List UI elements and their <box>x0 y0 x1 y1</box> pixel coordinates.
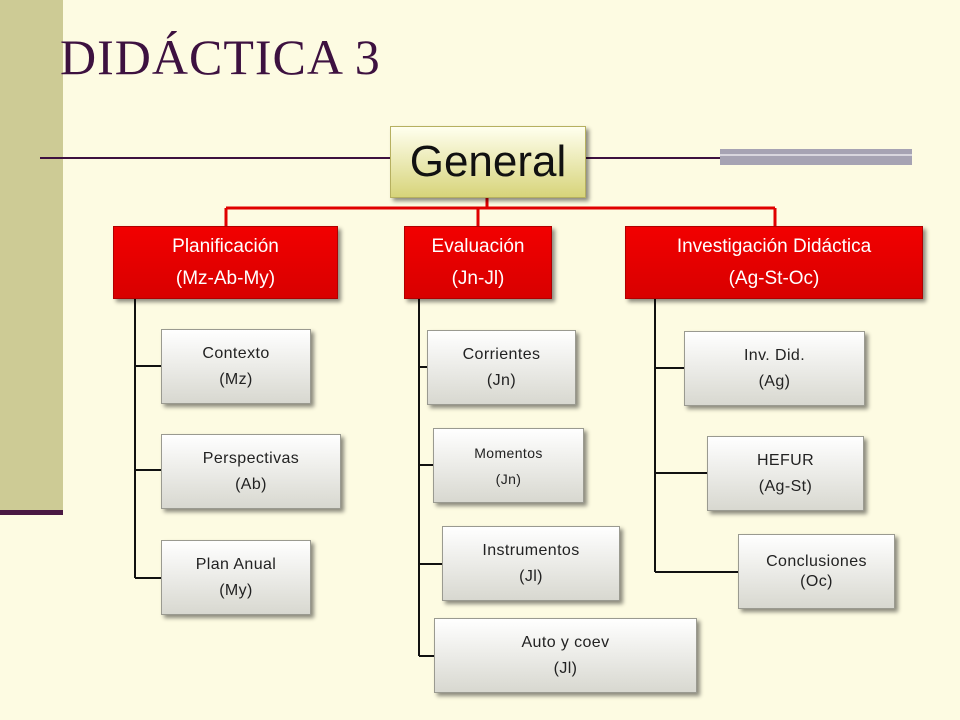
node-label: Conclusiones <box>766 552 867 570</box>
node-label: Momentos <box>474 444 543 461</box>
node-conclusiones: Conclusiones (Oc) <box>738 534 895 609</box>
evaluacion-connectors <box>418 299 442 657</box>
node-plan-anual: Plan Anual (My) <box>161 540 311 615</box>
node-momentos: Momentos (Jn) <box>433 428 584 503</box>
root-connectors <box>224 198 777 226</box>
node-label: Corrientes <box>462 345 541 363</box>
category-evaluacion: Evaluación (Jn-Jl) <box>404 226 552 299</box>
category-planificacion: Planificación (Mz-Ab-My) <box>113 226 338 299</box>
category-period: (Ag-St-Oc) <box>728 267 820 289</box>
node-period: (Jl) <box>553 659 578 677</box>
planificacion-connectors <box>134 299 161 579</box>
category-period: (Jn-Jl) <box>451 267 505 289</box>
node-period: (Jl) <box>519 567 543 585</box>
node-inv-did: Inv. Did. (Ag) <box>684 331 865 406</box>
node-corrientes: Corrientes (Jn) <box>427 330 576 405</box>
decorative-bar <box>720 149 912 165</box>
node-period: (Ag) <box>758 372 791 390</box>
category-period: (Mz-Ab-My) <box>175 267 276 289</box>
node-period: (Ab) <box>235 475 267 493</box>
node-perspectivas: Perspectivas (Ab) <box>161 434 341 509</box>
node-label: Auto y coev <box>521 633 610 651</box>
slide-title: DIDÁCTICA 3 <box>60 29 381 85</box>
sidebar-underline <box>0 510 63 515</box>
category-label: Planificación <box>172 235 279 257</box>
node-period: (Jn) <box>495 470 522 487</box>
category-label: Evaluación <box>431 235 525 257</box>
node-period: (My) <box>219 581 253 599</box>
node-label: Inv. Did. <box>743 346 806 364</box>
investigacion-connectors <box>654 299 738 573</box>
node-contexto: Contexto (Mz) <box>161 329 311 404</box>
node-period: (Jn) <box>486 371 517 389</box>
node-hefur: HEFUR (Ag-St) <box>707 436 864 511</box>
category-investigacion: Investigación Didáctica (Ag-St-Oc) <box>625 226 923 299</box>
node-period: (Oc) <box>800 572 833 590</box>
node-label: Perspectivas <box>202 449 300 467</box>
root-label: General <box>409 137 567 186</box>
sidebar-band <box>0 0 63 512</box>
category-label: Investigación Didáctica <box>676 235 872 257</box>
node-instrumentos: Instrumentos (Jl) <box>442 526 620 601</box>
node-period: (Ag-St) <box>758 477 813 495</box>
node-auto-y-coev: Auto y coev (Jl) <box>434 618 697 693</box>
node-label: Contexto <box>202 344 270 362</box>
node-label: Instrumentos <box>482 541 580 559</box>
node-label: Plan Anual <box>195 555 277 573</box>
node-period: (Mz) <box>219 370 253 388</box>
root-node-general: General <box>390 126 586 198</box>
node-label: HEFUR <box>756 451 815 469</box>
